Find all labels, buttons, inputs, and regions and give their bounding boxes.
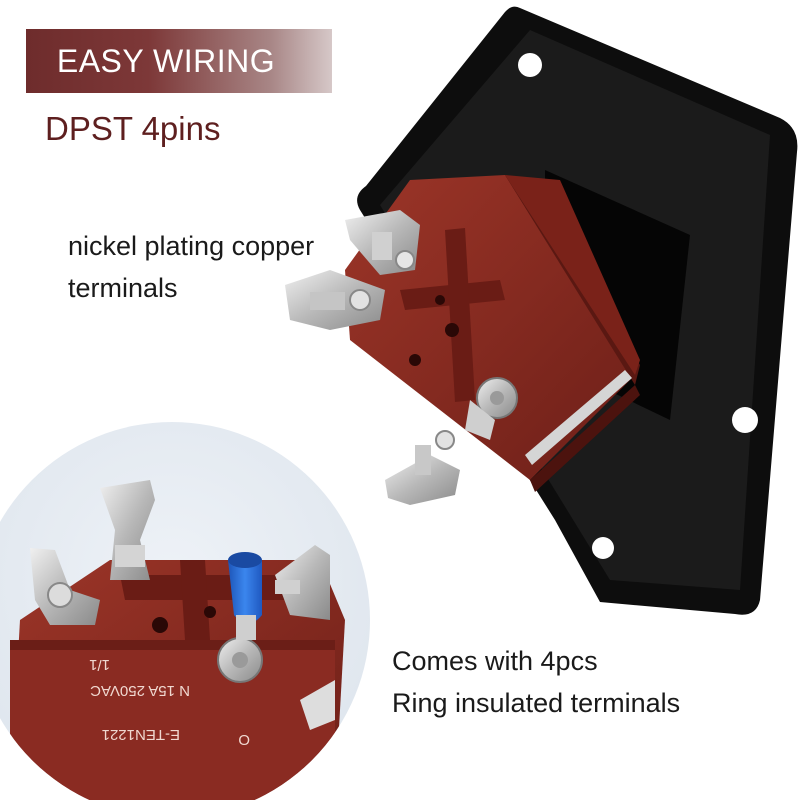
detail-inset: N 15A 250VAC E-TEN1221 1/1 O [0, 422, 370, 800]
accessory-caption-line1: Comes with 4pcs [392, 646, 598, 676]
insulated-ring-terminal [228, 552, 262, 640]
inset-terminal-top [100, 480, 155, 580]
product-subtitle: DPST 4pins [45, 110, 221, 147]
body-marking-model: E-TEN1221 [102, 726, 180, 743]
inset-terminal-front [217, 637, 263, 683]
terminal-screw-bottom [385, 430, 460, 505]
body-marking-poles: O [238, 731, 250, 748]
accessory-caption: Comes with 4pcs Ring insulated terminals [392, 640, 680, 724]
inset-terminal-right [275, 545, 330, 620]
accessory-caption-line2: Ring insulated terminals [392, 688, 681, 718]
body-marking-rating: N 15A 250VAC [90, 682, 190, 699]
feature-banner: EASY WIRING [26, 29, 332, 93]
mounting-hole [518, 53, 542, 77]
mounting-hole [732, 407, 758, 433]
terminals-caption-line2: terminals [68, 273, 178, 303]
terminals-caption: nickel plating copper terminals [68, 225, 314, 309]
terminals-caption-line1: nickel plating copper [68, 231, 315, 261]
switch-body [345, 175, 640, 492]
terminal-screw-left [285, 270, 385, 330]
terminal-screw-top [345, 210, 420, 275]
body-marking-brand: 1/1 [89, 656, 110, 673]
terminal-screw-right [465, 377, 518, 440]
banner-title: EASY WIRING [56, 42, 276, 79]
inset-terminal-left [30, 548, 100, 625]
mounting-hole [592, 537, 614, 559]
